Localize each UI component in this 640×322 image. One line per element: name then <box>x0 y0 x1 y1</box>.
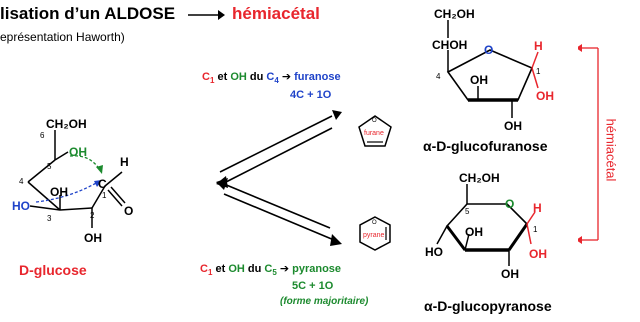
pyranose-o: O <box>505 197 514 211</box>
pyrane-ring-icon: O pyrane <box>359 216 391 251</box>
pyranose-n5: 5 <box>465 207 470 216</box>
hemiacetal-bracket <box>578 44 599 244</box>
furanose-oh1: OH <box>536 89 554 103</box>
pyranose-n1: 1 <box>533 225 538 234</box>
reaction-furanose-line: C1 et OH du C4 ➔ furanose <box>202 71 341 86</box>
glucose-h: H <box>120 155 129 169</box>
title-result: hémiacétal <box>232 4 320 23</box>
hemiacetal-side-label: hémiacétal <box>603 118 619 182</box>
furanose-ch2oh: CH₂OH <box>434 7 475 21</box>
glucose-n6: 6 <box>40 131 45 140</box>
furanose-structure: CH₂OH CHOH O H OH OH OH 4 1 <box>432 7 554 133</box>
furanose-n4: 4 <box>436 72 441 81</box>
reaction-pyranose-note: (forme majoritaire) <box>280 296 369 307</box>
glucose-n3: 3 <box>47 214 52 223</box>
furanose-name: α-D-glucofuranose <box>423 138 548 154</box>
furanose-o: O <box>484 43 493 57</box>
furanose-h: H <box>534 39 543 53</box>
pyranose-oh1: OH <box>529 247 547 261</box>
title-prefix: lisation d’un ALDOSE <box>0 4 176 23</box>
glucose-c1: C <box>98 177 107 191</box>
glucose-oh5: OH <box>69 145 87 159</box>
glucose-n2: 2 <box>90 211 95 220</box>
glucose-n5: 5 <box>47 162 52 171</box>
furane-ring-icon: O furane <box>358 115 392 147</box>
pyranose-name: α-D-glucopyranose <box>424 298 552 314</box>
glucose-structure: CH₂OH OH OH HO OH C H O 6 5 4 3 2 1 <box>12 117 133 245</box>
glucose-o: O <box>124 204 133 218</box>
reaction-pyranose-line: C1 et OH du C5 ➔ pyranose <box>200 263 342 278</box>
glucose-ho3: HO <box>12 199 30 213</box>
furanose-oh-b: OH <box>504 119 522 133</box>
reaction-pyranose-count: 5C + 1O <box>292 280 334 292</box>
equilibrium-arrows <box>216 110 342 246</box>
svg-text:pyrane: pyrane <box>363 232 385 239</box>
furanose-choh: CHOH <box>432 38 467 52</box>
svg-text:furane: furane <box>364 130 384 137</box>
glucose-ch2oh: CH₂OH <box>46 117 87 131</box>
furanose-n1: 1 <box>536 67 541 76</box>
pyranose-oh-a: OH <box>465 225 483 239</box>
pyranose-h: H <box>533 201 542 215</box>
pyranose-structure: CH₂OH O H OH OH HO OH 5 1 <box>425 171 547 281</box>
glucose-oh2: OH <box>84 231 102 245</box>
furanose-oh-a: OH <box>470 73 488 87</box>
pyranose-ho: HO <box>425 245 443 259</box>
title-arrow <box>188 10 225 20</box>
reaction-furanose-count: 4C + 1O <box>290 89 332 101</box>
glucose-oh4: OH <box>50 185 68 199</box>
svg-text:O: O <box>372 220 377 226</box>
glucose-n4: 4 <box>19 177 24 186</box>
pyranose-oh-b: OH <box>501 267 519 281</box>
subtitle: eprésentation Haworth) <box>0 30 125 44</box>
svg-text:O: O <box>372 118 377 124</box>
glucose-n1: 1 <box>102 191 107 200</box>
pyranose-ch2oh: CH₂OH <box>459 171 500 185</box>
glucose-name: D-glucose <box>19 262 87 278</box>
